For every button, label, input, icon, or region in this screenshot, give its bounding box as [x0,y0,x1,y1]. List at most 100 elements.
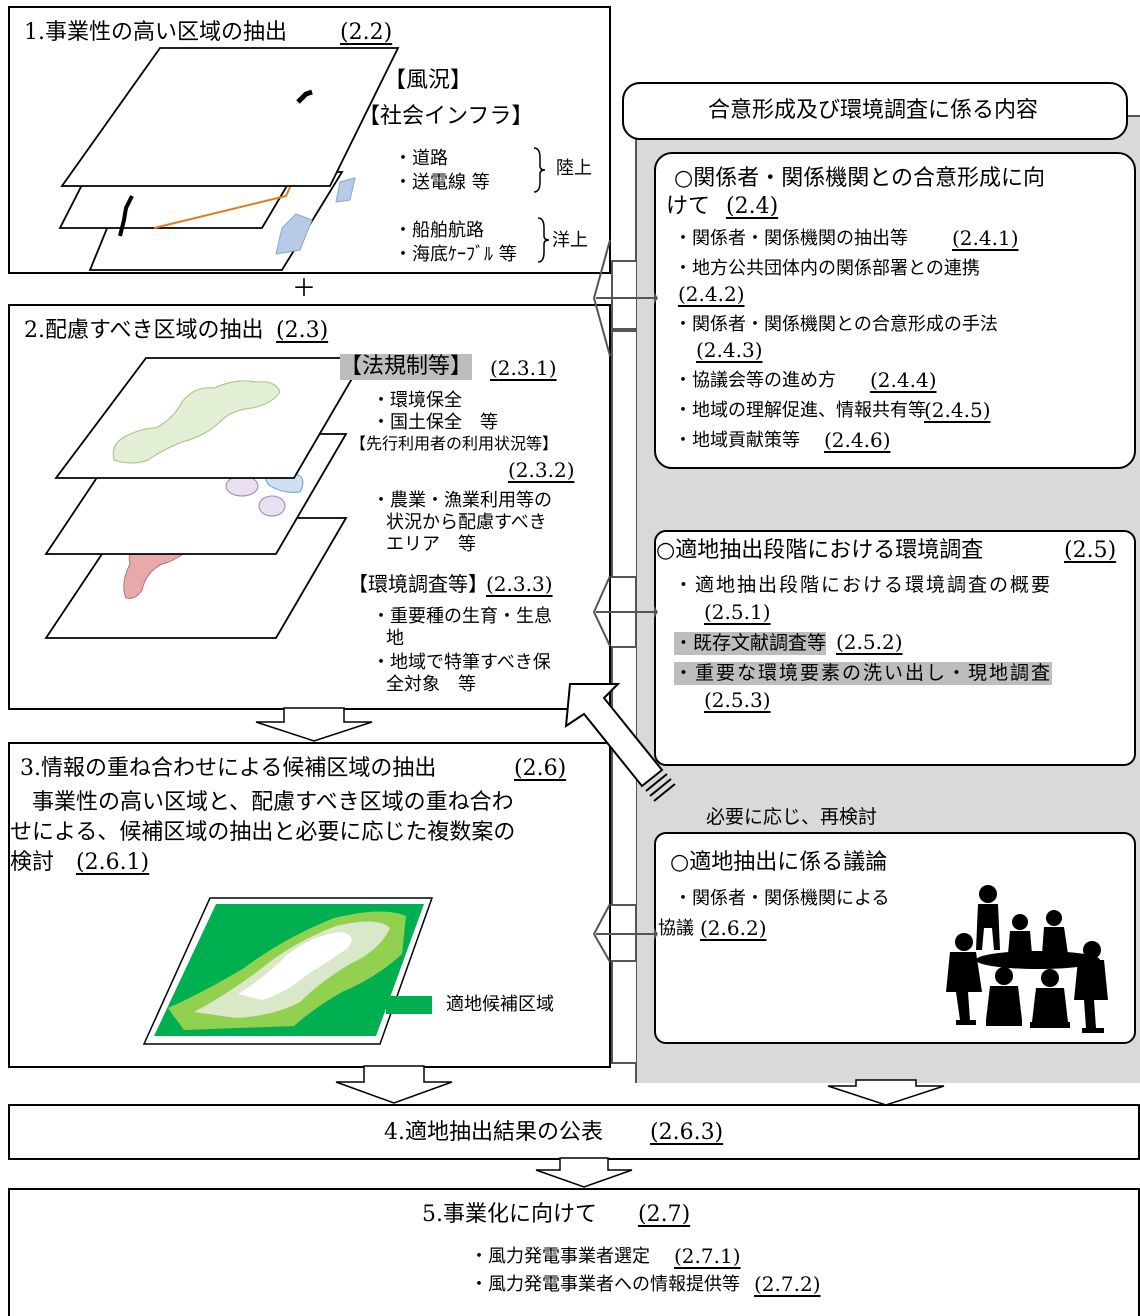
down-arrow-2 [335,1065,453,1104]
consensus-item-6: ・地域貢献策等 [674,430,800,451]
section-3-title: 3.情報の重ね合わせによる候補区域の抽出 [20,756,437,781]
consensus-title: ○関係者・関係機関との合意形成に向 [674,166,1045,191]
consensus-item-5: ・地域の理解促進、情報共有等 [674,400,926,421]
consensus-item-4: ・協議会等の進め方 [674,370,836,391]
env-survey-item-1: ・適地抽出段階における環境調査の概要 [674,574,1053,596]
connector-strip [611,960,636,1064]
recheck-arrow [564,683,676,802]
section-1-ref[interactable]: (2.2) [340,20,393,45]
consensus-item-1: ・関係者・関係機関の抽出等 [674,228,908,249]
env-survey-item-1-ref[interactable]: (2.5.1) [704,600,771,624]
prior-item-2: 状況から配慮すべき [386,512,547,533]
prior-item-1: ・農業・漁業利用等の [372,490,552,511]
down-arrow-1 [255,707,373,742]
meeting-silhouette-icon [946,885,1108,1033]
env-survey-box: ○適地抽出段階における環境調査 (2.5) ・適地抽出段階における環境調査の概要… [654,530,1136,766]
legend-label: 適地候補区域 [446,994,554,1015]
right-header: 合意形成及び環境調査に係る内容 [622,82,1128,140]
right-header-title: 合意形成及び環境調査に係る内容 [708,98,1039,123]
section-3: 3.情報の重ね合わせによる候補区域の抽出 (2.6) 事業性の高い区域と、配慮す… [8,742,611,1068]
section-3-body-1: 事業性の高い区域と、配慮すべき区域の重ね合わ [10,790,514,815]
consensus-item-6-ref[interactable]: (2.4.6) [824,428,891,452]
env-protect-label: ・環境保全 [372,390,462,411]
env-item-2: 地 [386,628,404,649]
section-5-item-1-ref[interactable]: (2.7.1) [674,1244,741,1268]
section-3-body-ref[interactable]: (2.6.1) [76,850,150,875]
shipping-label: ・船舶航路 [394,220,484,241]
consensus-item-1-ref[interactable]: (2.4.1) [952,226,1019,250]
env-survey-label: 【環境調査等】 [348,572,488,596]
bracket-arrow-env [592,575,658,647]
section-2-title: 2.配慮すべき区域の抽出 [24,318,264,343]
section-2-ref[interactable]: (2.3) [276,318,329,343]
bracket-arrow-discussion [592,903,658,963]
road-label: ・道路 [394,148,448,169]
env-item-3: ・地域で特筆すべき保 [372,652,551,673]
consensus-item-5-ref[interactable]: (2.4.5) [924,398,991,422]
discussion-item: ・関係者・関係機関による [674,888,890,909]
infra-label: 【社会インフラ】 [358,104,534,129]
section-4-ref[interactable]: (2.6.3) [650,1120,724,1145]
legend-swatch [386,996,432,1014]
section-1: 1.事業性の高い区域の抽出 (2.2) 【風況】 【社会インフラ】 ・道路 ・送… [8,6,611,274]
consensus-item-3: ・関係者・関係機関との合意形成の手法 [674,314,998,335]
prior-item-3: エリア 等 [386,534,476,555]
land-label: 陸上 [556,158,592,179]
down-arrow-3 [827,1079,945,1106]
env-item-4: 全対象 等 [386,674,476,695]
section-5-item-1: ・風力発電事業者選定 [470,1246,650,1267]
consensus-item-4-ref[interactable]: (2.4.4) [870,368,937,392]
section-3-ref[interactable]: (2.6) [514,756,567,781]
section-5: 5.事業化に向けて (2.7) ・風力発電事業者選定 (2.7.1) ・風力発電… [8,1188,1140,1316]
discussion-title: ○適地抽出に係る議論 [670,850,888,875]
env-survey-item-2: ・既存文献調査等 [674,632,827,655]
prior-users-ref[interactable]: (2.3.2) [508,458,575,482]
laws-ref[interactable]: (2.3.1) [490,356,557,380]
down-arrow-4 [535,1157,633,1188]
env-item-1: ・重要種の生育・生息 [372,606,552,627]
cable-label: ・海底ｹｰﾌﾞﾙ 等 [394,244,517,265]
connector-strip [611,260,636,330]
plus-sign: ＋ [292,274,316,302]
section-4-title: 4.適地抽出結果の公表 [384,1120,603,1145]
consensus-item-2-ref[interactable]: (2.4.2) [678,282,745,306]
land-protect-label: ・国土保全 等 [372,412,498,433]
section-3-body-3: 検討 [10,850,55,875]
env-survey-item-2-ref[interactable]: (2.5.2) [836,630,903,654]
power-line-label: ・送電線 等 [394,172,490,193]
env-survey-item-3-ref[interactable]: (2.5.3) [704,688,771,712]
discussion-item-2: 協議 [658,918,694,939]
env-survey-ref-2[interactable]: (2.3.3) [486,572,553,596]
consensus-ref[interactable]: (2.4) [726,194,779,219]
section-5-title: 5.事業化に向けて [422,1202,597,1227]
consensus-box: ○関係者・関係機関との合意形成に向 けて (2.4) ・関係者・関係機関の抽出等… [654,152,1136,469]
section-5-item-2: ・風力発電事業者への情報提供等 [470,1274,740,1295]
section-4: 4.適地抽出結果の公表 (2.6.3) [8,1104,1140,1160]
connector-strip [611,646,636,906]
section-3-body-2: せによる、候補区域の抽出と必要に応じた複数案の [10,820,516,845]
consensus-item-3-ref[interactable]: (2.4.3) [696,338,763,362]
consensus-title-2: けて [666,194,711,219]
consensus-item-2: ・地方公共団体内の関係部署との連携 [674,258,980,279]
sea-label: 洋上 [552,230,588,251]
section-5-ref[interactable]: (2.7) [638,1202,691,1227]
consideration-layers-diagram [44,357,366,639]
recheck-label: 必要に応じ、再検討 [706,806,878,828]
candidate-area-map [142,897,434,1045]
wind-label: 【風況】 [384,68,473,93]
env-survey-ref[interactable]: (2.5) [1064,538,1117,563]
land-brace-icon [533,147,546,193]
bracket-arrow-consensus [592,239,658,357]
sea-brace-icon [537,217,550,263]
laws-label: 【法規制等】 [340,354,473,381]
connector-strip [611,330,636,578]
prior-users-label: 【先行利用者の利用状況等】 [350,434,559,453]
discussion-box: ○適地抽出に係る議論 ・関係者・関係機関による 協議 (2.6.2) [654,832,1136,1044]
discussion-ref[interactable]: (2.6.2) [700,916,767,940]
env-survey-item-3: ・重要な環境要素の洗い出し・現地調査 [674,662,1053,685]
section-5-item-2-ref[interactable]: (2.7.2) [754,1272,821,1296]
section-2: 2.配慮すべき区域の抽出 (2.3) 【法規制等】 (2.3.1) ・環境保全 … [8,304,611,710]
layer-stack-diagram [58,47,400,271]
env-survey-title: ○適地抽出段階における環境調査 [656,538,984,563]
section-1-title: 1.事業性の高い区域の抽出 [24,20,287,45]
